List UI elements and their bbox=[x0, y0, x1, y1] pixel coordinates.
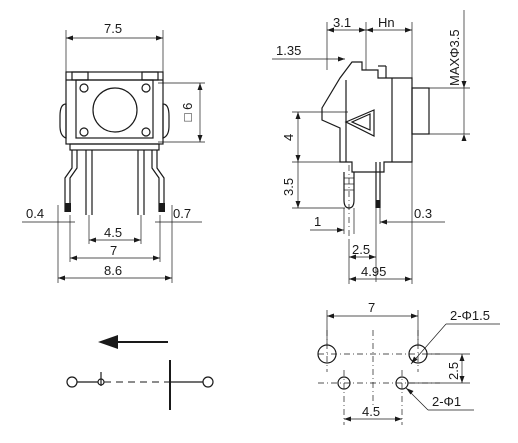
dim-square-size: □ 6 bbox=[180, 103, 195, 122]
dim-overall-width: 8.6 bbox=[104, 263, 122, 278]
dim-pin-thickness: 0.3 bbox=[414, 206, 432, 221]
label-large-holes: 2-Φ1.5 bbox=[450, 308, 490, 323]
dim-lead-right-offset: 0.7 bbox=[173, 206, 191, 221]
dim-side-left-offset: 1.35 bbox=[276, 43, 301, 58]
plunger-side bbox=[411, 87, 430, 135]
dim-pin-width: 1 bbox=[314, 214, 321, 229]
dim-max-diameter: MAXΦ3.5 bbox=[447, 29, 462, 86]
plunger-top bbox=[92, 87, 138, 133]
dim-side-top: 3.1 bbox=[333, 15, 351, 30]
label-small-holes: 2-Φ1 bbox=[432, 394, 461, 409]
corner-stud bbox=[141, 127, 151, 137]
front-view: 7.5 □ 6 0.4 bbox=[22, 21, 205, 283]
corner-stud bbox=[141, 83, 151, 93]
dim-width-top: 7.5 bbox=[104, 21, 122, 36]
dim-plunger-height: Hn bbox=[378, 15, 395, 30]
corner-stud bbox=[79, 127, 89, 137]
dim-hole-pitch-small: 4.5 bbox=[362, 404, 380, 419]
dim-lead-pitch: 7 bbox=[110, 243, 117, 258]
corner-stud bbox=[79, 83, 89, 93]
arrow-left-icon bbox=[98, 335, 118, 349]
dim-inner-pitch: 4.5 bbox=[104, 225, 122, 240]
dim-pin-length: 3.5 bbox=[281, 178, 296, 196]
side-view: 3.1 Hn 1.35 MAXΦ3.5 4 bbox=[272, 10, 470, 284]
dim-body-height: 4 bbox=[281, 134, 296, 141]
dim-row-spacing: 2.5 bbox=[446, 362, 461, 380]
switch-body-side bbox=[321, 61, 413, 173]
schematic-symbol bbox=[66, 335, 214, 410]
dim-hole-pitch-large: 7 bbox=[368, 300, 375, 315]
pcb-layout: 7 2-Φ1.5 2.5 4.5 2-Φ1 bbox=[317, 300, 500, 425]
dim-base-depth: 4.95 bbox=[361, 264, 386, 279]
pcb-hole-large bbox=[317, 344, 337, 364]
dim-pin-spacing: 2.5 bbox=[352, 242, 370, 257]
dim-lead-left-offset: 0.4 bbox=[26, 206, 44, 221]
pcb-hole-small bbox=[337, 376, 351, 390]
